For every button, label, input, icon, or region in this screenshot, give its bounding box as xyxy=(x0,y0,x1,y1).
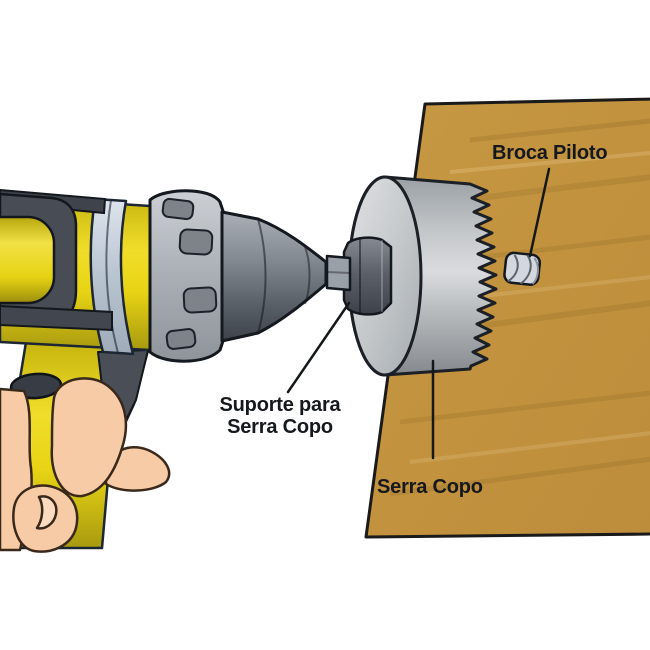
hole-saw xyxy=(347,175,498,377)
serra-copo-label: Serra Copo xyxy=(377,476,483,498)
drill-body xyxy=(0,188,152,356)
suporte-serra-copo-label: Suporte para Serra Copo xyxy=(202,394,358,438)
hex-shank xyxy=(325,254,352,292)
rear-motor-can xyxy=(0,215,56,305)
thumb-nail xyxy=(35,495,58,530)
leader-line-broca-piloto xyxy=(528,167,551,258)
index-finger xyxy=(50,377,128,498)
hand xyxy=(0,377,171,553)
drill-chuck xyxy=(220,210,328,343)
leader-line-suporte xyxy=(286,301,351,394)
arbor-nut xyxy=(342,236,393,316)
suporte-label-line2: Serra Copo xyxy=(227,416,333,438)
pilot-drill-bit xyxy=(503,251,542,286)
broca-piloto-label: Broca Piloto xyxy=(492,142,608,164)
under-body-stripe xyxy=(0,304,113,332)
clutch-collar xyxy=(148,189,226,363)
suporte-label-line1: Suporte para xyxy=(219,394,341,416)
